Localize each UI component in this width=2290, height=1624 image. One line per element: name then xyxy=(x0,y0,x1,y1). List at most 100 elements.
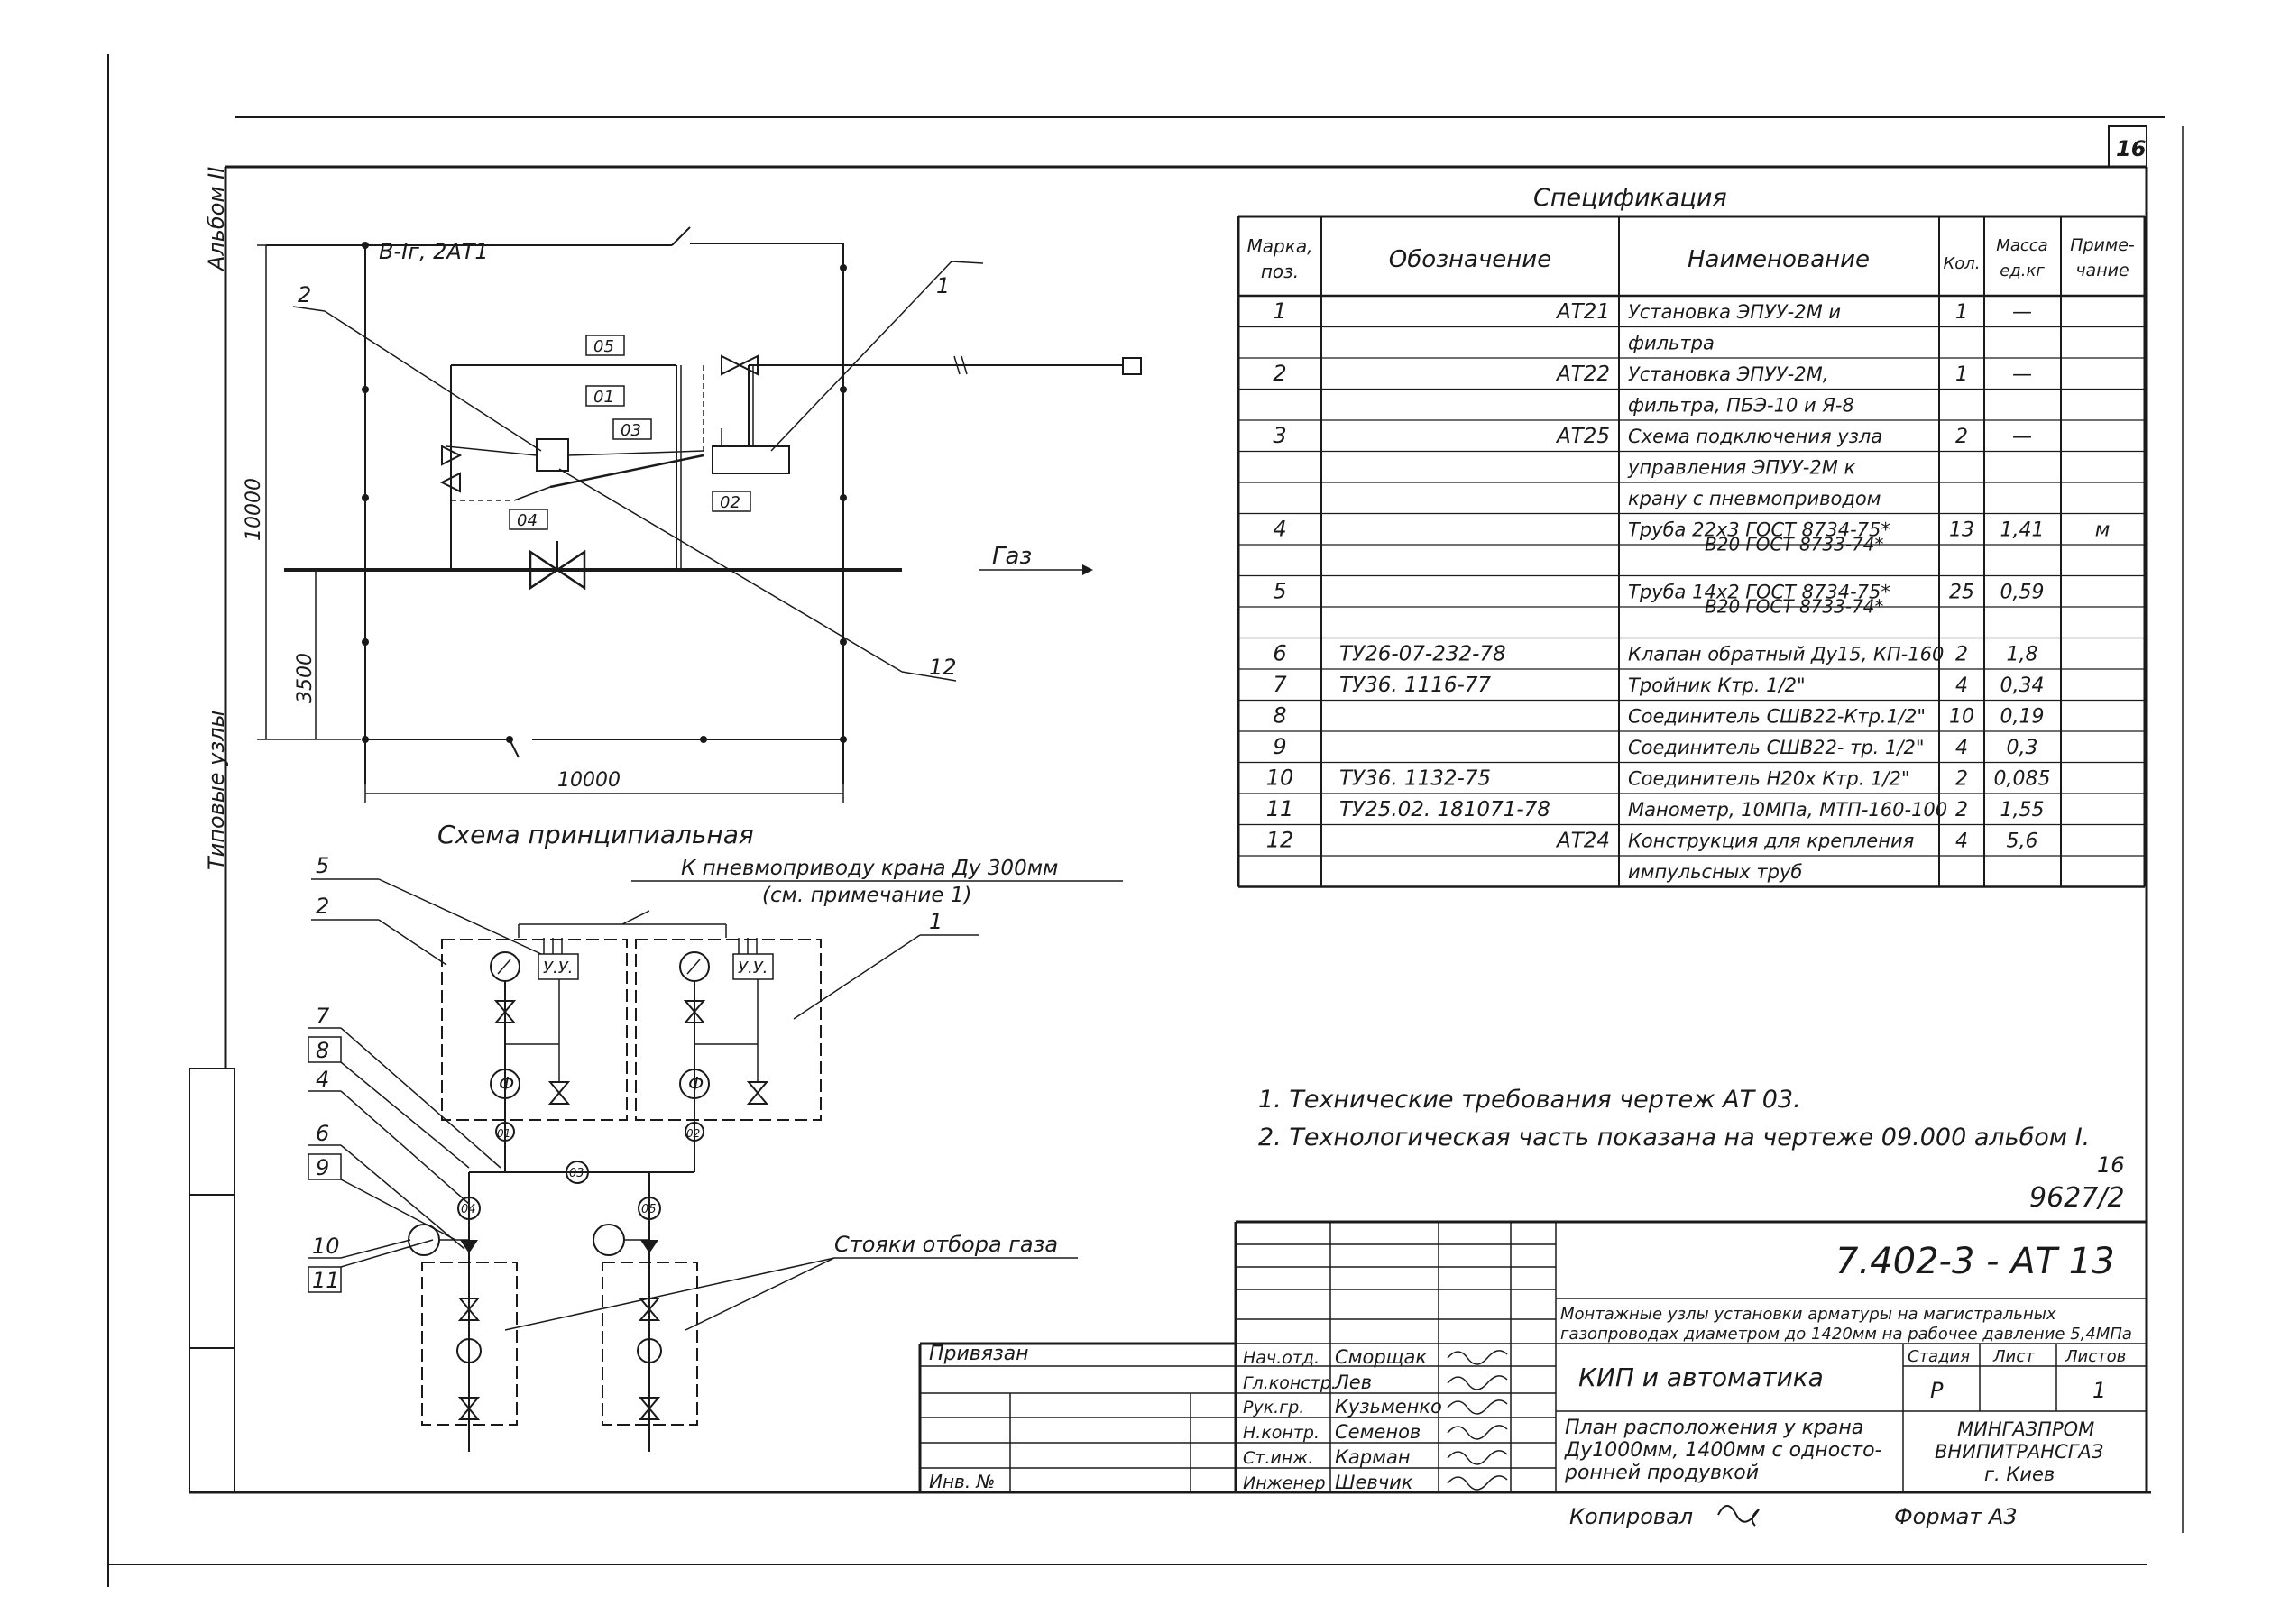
spec-row-pos: 11 xyxy=(1266,796,1294,821)
plan-tag-05: 05 xyxy=(593,337,614,356)
scheme-callout-11: 11 xyxy=(312,1268,340,1293)
scheme-callout-10: 10 xyxy=(312,1234,340,1259)
spec-row-mass: 0,34 xyxy=(2000,674,2045,697)
spec-row-pos: 4 xyxy=(1273,517,1286,542)
spec-title: Спецификация xyxy=(1533,184,1727,212)
spec-row-pos: 12 xyxy=(1266,828,1294,853)
spec-row-qty: 1 xyxy=(1955,301,1968,324)
signer-name: Семенов xyxy=(1335,1421,1421,1443)
scheme-callout-7: 7 xyxy=(316,1004,330,1029)
scheme-note-line1: К пневмоприводу крана Ду 300мм xyxy=(681,857,1058,880)
scheme-callout-5: 5 xyxy=(316,853,329,878)
plan-dim-width: 10000 xyxy=(557,769,621,792)
spec-header-name: Наименование xyxy=(1688,246,1870,273)
spec-row-qty: 13 xyxy=(1949,519,1974,542)
spec-row-name: Соединитель СШВ22- тр. 1/2" xyxy=(1628,737,1924,758)
plan-callout-12: 12 xyxy=(929,655,957,680)
spec-row-mass: — xyxy=(2012,301,2032,324)
sheet-header: Лист xyxy=(1992,1347,2035,1366)
signature-mark xyxy=(1447,1450,1508,1465)
spec-row-name: В20 ГОСТ 8733-74* xyxy=(1705,534,1884,555)
sheets-value: 1 xyxy=(2092,1378,2106,1403)
spec-row-name: Клапан обратный Ду15, КП-160 xyxy=(1628,644,1944,665)
signature-mark xyxy=(1447,1375,1508,1390)
project-line-2: газопроводах диаметром до 1420мм на рабо… xyxy=(1560,1325,2132,1344)
spec-row-qty: 2 xyxy=(1955,644,1968,666)
uu-label-left: У.У. xyxy=(543,959,573,977)
spec-header-pos: Марка, xyxy=(1247,235,1313,257)
title-block-frame xyxy=(918,1220,2147,1492)
spec-row-name: Манометр, 10МПа, МТП-160-100 xyxy=(1628,799,1947,821)
node-tag-04: 04 xyxy=(461,1203,476,1216)
signature-mark xyxy=(1447,1425,1508,1440)
spec-row-qty: 2 xyxy=(1955,768,1968,791)
doc-code: 9627/2 xyxy=(2029,1182,2125,1214)
node-tag-02: 02 xyxy=(686,1127,700,1140)
spec-row-code: ТУ25.02. 181071-78 xyxy=(1339,798,1550,821)
signer-role: Нач.отд. xyxy=(1243,1348,1320,1368)
spec-header-pos: поз. xyxy=(1261,261,1299,282)
spec-row-name: крану с пневмоприводом xyxy=(1628,488,1881,509)
section-title: КИП и автоматика xyxy=(1578,1363,1824,1392)
spec-row-code: ТУ36. 1132-75 xyxy=(1339,767,1491,791)
org-line-3: г. Киев xyxy=(1984,1463,2055,1485)
spec-row-pos: 8 xyxy=(1273,703,1286,729)
spec-row-pos: 9 xyxy=(1273,734,1286,759)
node-tag-01: 01 xyxy=(497,1127,510,1140)
signer-role: Инженер xyxy=(1243,1473,1326,1493)
signature-mark xyxy=(1447,1399,1508,1415)
spec-row-name: управления ЭПУУ-2М к xyxy=(1627,457,1856,479)
uu-label-right: У.У. xyxy=(738,959,768,977)
signer-role: Н.контр. xyxy=(1243,1423,1320,1443)
spec-header-code: Обозначение xyxy=(1389,246,1551,273)
plan-dim-height: 10000 xyxy=(243,478,265,541)
spec-row-pos: 6 xyxy=(1273,641,1286,666)
plan-callout-1: 1 xyxy=(936,273,950,298)
note-2: 2. Технологическая часть показана на чер… xyxy=(1258,1124,2090,1151)
plan-dim-3500: 3500 xyxy=(294,653,317,703)
doc-sub-number: 16 xyxy=(2097,1152,2125,1178)
scheme-callout-2: 2 xyxy=(316,894,329,919)
plan-tag-02: 02 xyxy=(720,493,740,512)
spec-table-grid xyxy=(1237,215,2147,888)
signer-name: Лев xyxy=(1334,1372,1372,1393)
spec-row-qty: 2 xyxy=(1955,799,1968,821)
sheet-number: 16 xyxy=(2116,136,2146,161)
spec-row-name: В20 ГОСТ 8733-74* xyxy=(1705,596,1884,618)
spec-row-qty: 2 xyxy=(1955,426,1968,448)
spec-row-mass: 0,3 xyxy=(2007,737,2038,759)
spec-row-code: ТУ26-07-232-78 xyxy=(1339,643,1506,666)
sheets-header: Листов xyxy=(2065,1347,2126,1366)
album-label: Альбом II xyxy=(204,167,229,272)
spec-header-note: чание xyxy=(2075,261,2129,280)
spec-row-mass: — xyxy=(2012,363,2032,386)
sheet-frame xyxy=(107,54,2184,1587)
phi-label-right: Ф xyxy=(688,1073,704,1095)
spec-row-pos: 2 xyxy=(1273,361,1286,386)
signature-mark xyxy=(1447,1350,1508,1365)
note-1: 1. Технические требования чертеж АТ 03. xyxy=(1258,1086,1801,1114)
spec-row-pos: 1 xyxy=(1273,298,1286,324)
spec-row-qty: 25 xyxy=(1949,582,1974,604)
spec-row-mass: 5,6 xyxy=(2007,830,2038,853)
spec-header-mass: ед.кг xyxy=(2000,261,2045,280)
signer-name: Сморщак xyxy=(1335,1346,1427,1368)
scheme-callout-1: 1 xyxy=(929,909,943,934)
spec-row-qty: 4 xyxy=(1955,830,1968,853)
spec-row-qty: 4 xyxy=(1955,674,1968,697)
signer-name: Шевчик xyxy=(1335,1472,1413,1493)
scheme-callout-8: 8 xyxy=(316,1038,329,1063)
typical-units-label: Типовые узлы xyxy=(204,711,229,870)
bound-label: Привязан xyxy=(929,1343,1029,1365)
plan-tag-04: 04 xyxy=(517,511,538,530)
spec-row-pos: 7 xyxy=(1273,672,1287,697)
spec-row-mass: 0,085 xyxy=(1994,768,2051,791)
format-label: Формат А3 xyxy=(1894,1504,2018,1529)
stage-value: Р xyxy=(1930,1378,1944,1403)
spec-row-mass: 0,19 xyxy=(2000,706,2045,729)
copier-signature xyxy=(1717,1505,1760,1527)
scheme-title: Схема принципиальная xyxy=(437,820,754,849)
spec-row-name: фильтра, ПБЭ-10 и Я-8 xyxy=(1628,395,1854,417)
